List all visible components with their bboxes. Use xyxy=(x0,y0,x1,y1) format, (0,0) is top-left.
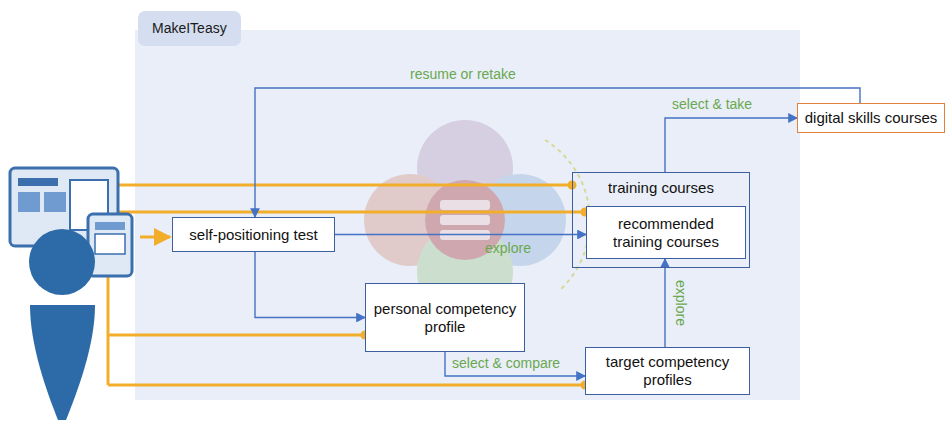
box-label: recommended training courses xyxy=(593,215,739,251)
group-box: training courses recommended training cou… xyxy=(572,172,750,268)
connector-arrow xyxy=(335,234,586,235)
edge-label: select & take xyxy=(672,96,752,113)
connector-arrow xyxy=(664,259,665,347)
panel-title: MakeITeasy xyxy=(138,11,241,46)
process-box: personal competency profile xyxy=(365,283,525,352)
external-box: digital skills courses xyxy=(797,103,945,133)
user-links xyxy=(108,185,585,385)
user-dots xyxy=(361,181,590,390)
connector-arrow xyxy=(255,88,860,217)
box-label: digital skills courses xyxy=(805,109,938,127)
edge-label: explore xyxy=(672,280,689,326)
edge-label: resume or retake xyxy=(410,66,516,83)
edge-label: explore xyxy=(485,240,531,257)
connector-arrow xyxy=(445,352,585,376)
edge-label: select & compare xyxy=(452,355,560,372)
process-box: recommended training courses xyxy=(586,206,746,259)
process-box: self-positioning test xyxy=(172,217,335,252)
box-label: target competency profiles xyxy=(592,353,743,389)
box-label: self-positioning test xyxy=(189,226,317,244)
box-label: personal competency profile xyxy=(372,300,518,336)
process-box: target competency profiles xyxy=(585,347,750,395)
connector-arrow xyxy=(665,118,797,172)
user-icon xyxy=(10,168,132,420)
platform-panel xyxy=(135,30,800,400)
connector-arrow xyxy=(255,252,365,318)
box-label: training courses xyxy=(608,179,714,197)
